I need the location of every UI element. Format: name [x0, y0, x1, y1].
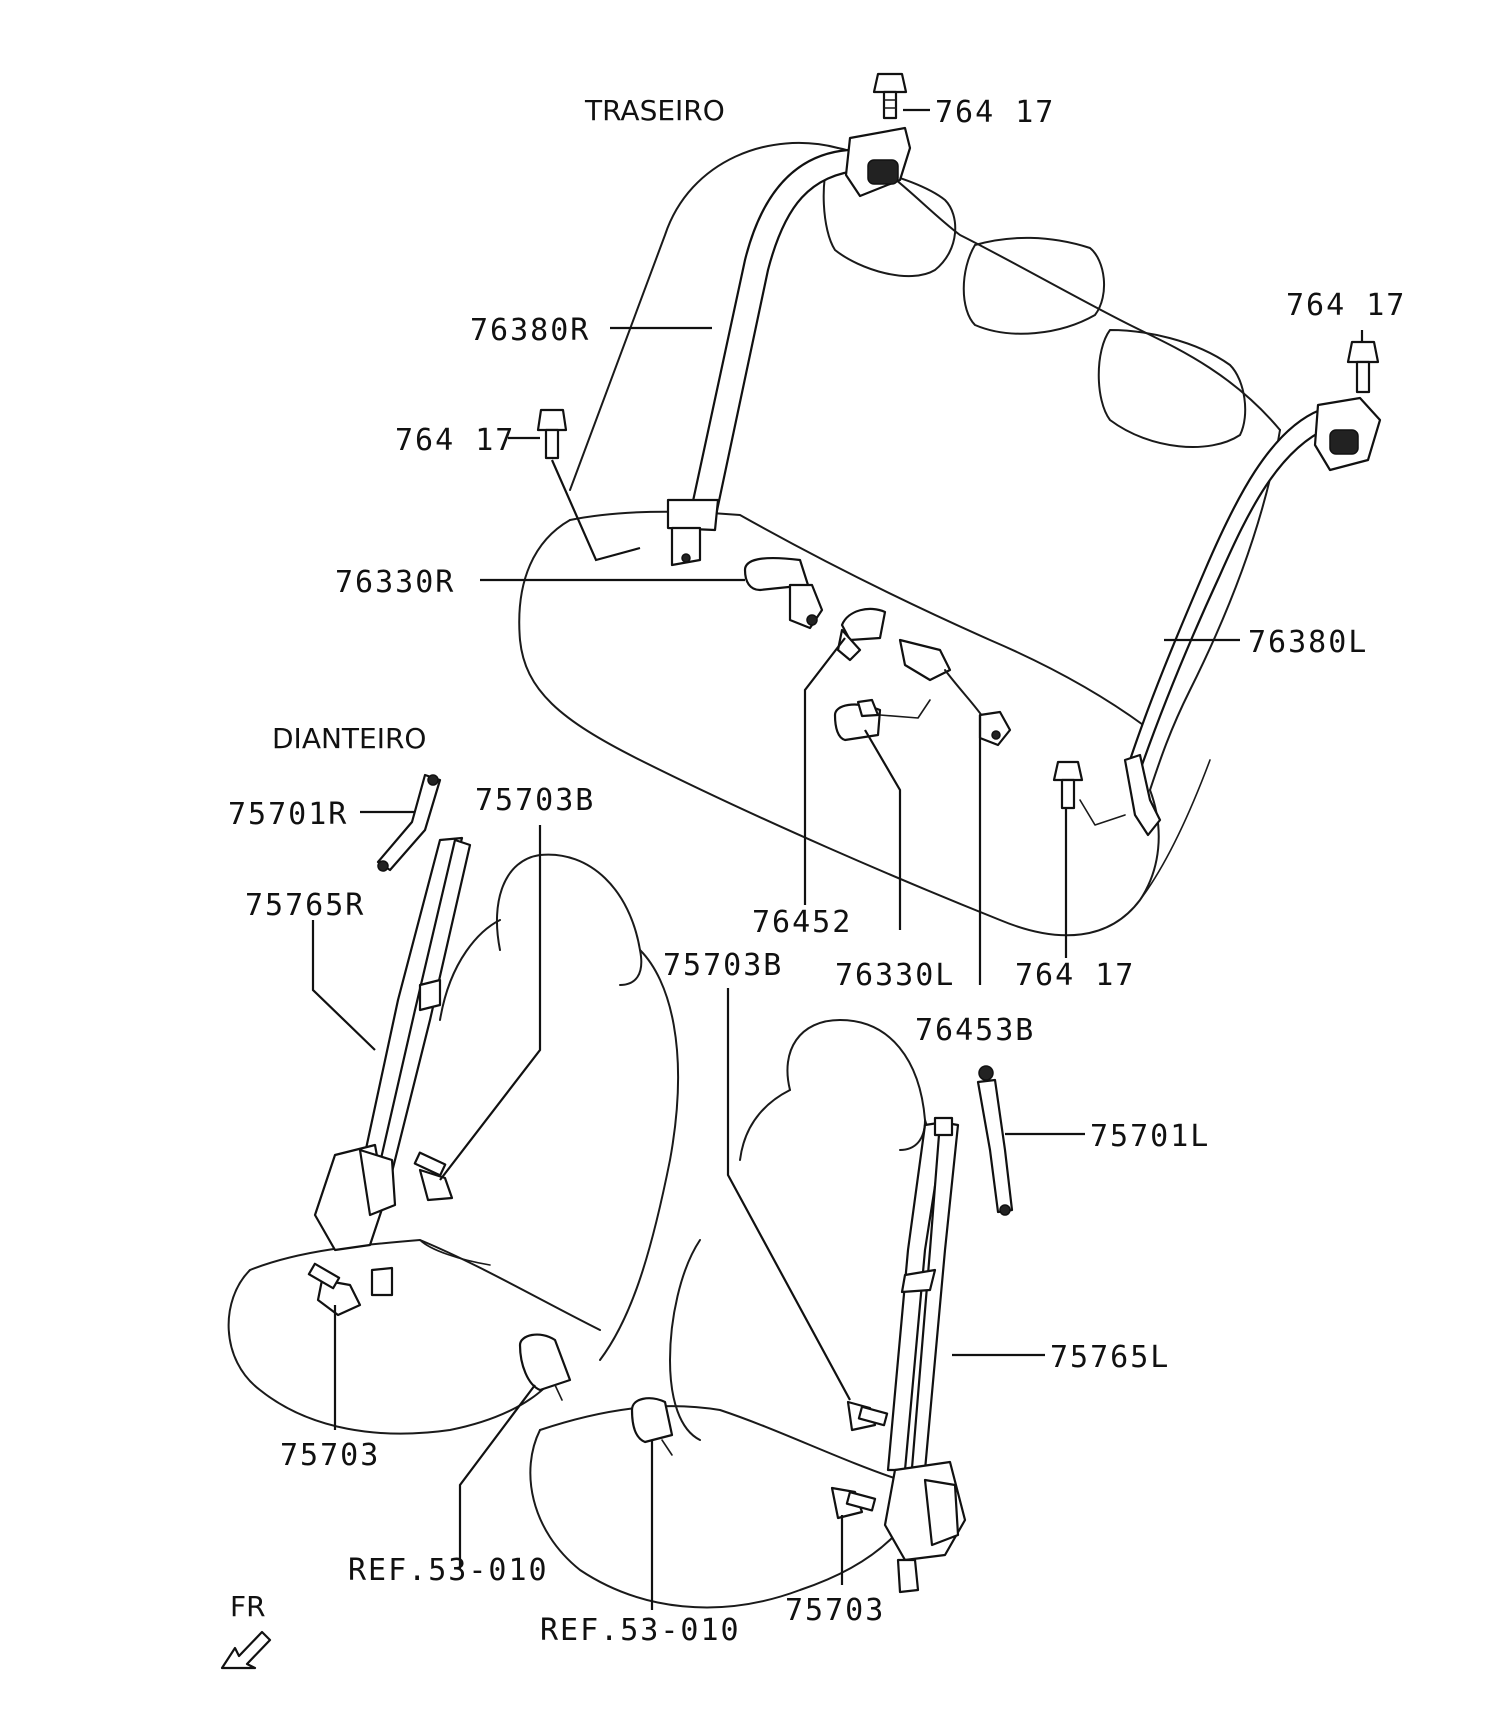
- belt-76380l-part: [1123, 396, 1382, 837]
- label-adjuster-l: 75701L: [1090, 1119, 1210, 1154]
- belt-75765r-part: [313, 836, 472, 1297]
- label-buckle-rear-l: 76330L: [835, 958, 955, 993]
- label-ref-1: REF.53-010: [348, 1553, 549, 1588]
- belt-76380r-part: [666, 126, 912, 567]
- front-seat-left-outline: [529, 1019, 943, 1609]
- label-belt-rear-l: 76380L: [1248, 625, 1368, 660]
- adjuster-75701l-part: [976, 1065, 1014, 1216]
- buckle-76452-part: [836, 607, 887, 662]
- label-bolt-front-l: 75703B: [663, 948, 783, 983]
- label-belt-front-l: 75765L: [1050, 1340, 1170, 1375]
- buckle-ref-2-part: [630, 1397, 674, 1456]
- section-title-front: DIANTEIRO: [272, 722, 426, 755]
- label-bolt-retractor-l: 75703: [785, 1593, 885, 1628]
- direction-arrow-icon: [220, 1630, 272, 1670]
- leader-lines: [311, 108, 1364, 1610]
- buckle-76330l-part: [833, 698, 882, 742]
- bolt-75703-r-part: [307, 1262, 362, 1317]
- label-belt-rear-r: 76380R: [470, 313, 590, 348]
- label-belt-center: 76453B: [915, 1013, 1035, 1048]
- label-bolt-retractor-r: 75703: [280, 1438, 380, 1473]
- bolt-75703b-l-part: [846, 1400, 889, 1432]
- label-bolt-front-r: 75703B: [475, 783, 595, 818]
- belt-75765l-part: [883, 1116, 967, 1594]
- buckle-ref-1-part: [518, 1333, 572, 1401]
- label-belt-front-r: 75765R: [245, 888, 365, 923]
- label-bolt-top: 764 17: [935, 95, 1055, 130]
- direction-label: FR: [230, 1590, 266, 1623]
- belt-76453b-part: [879, 638, 1012, 747]
- label-bolt-left: 764 17: [395, 423, 515, 458]
- bolt-75703-l-part: [830, 1486, 877, 1520]
- label-buckle-rear-r: 76330R: [335, 565, 455, 600]
- bolt-left-part: [536, 408, 641, 562]
- bolt-75703b-r-part: [413, 1151, 454, 1202]
- bolt-right-top-part: [1346, 340, 1380, 394]
- bolt-top-part: [872, 72, 908, 120]
- label-buckle-center: 76452: [752, 905, 852, 940]
- label-ref-2: REF.53-010: [540, 1613, 741, 1648]
- bolt-center-right-part: [1052, 760, 1126, 826]
- section-title-rear: TRASEIRO: [584, 94, 725, 127]
- label-adjuster-r: 75701R: [228, 797, 348, 832]
- label-bolt-center-right: 764 17: [1015, 958, 1135, 993]
- buckle-76330r-part: [743, 556, 824, 630]
- rear-seat-outline: [518, 141, 1281, 937]
- adjuster-75701r-part: [376, 773, 442, 872]
- front-seat-right-outline: [227, 853, 679, 1435]
- label-bolt-right-top: 764 17: [1286, 288, 1406, 323]
